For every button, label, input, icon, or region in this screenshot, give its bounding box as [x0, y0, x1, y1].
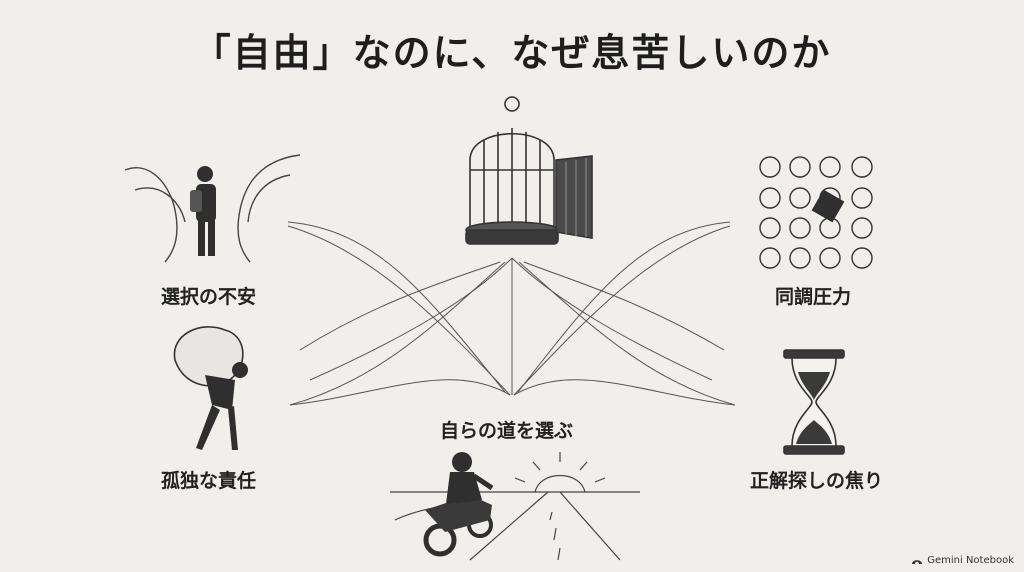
odd-square-icon: [811, 189, 845, 223]
label-rush-for-right-answer: 正解探しの焦り: [750, 470, 884, 492]
label-peer-pressure: 同調圧力: [775, 286, 852, 308]
standing-person-icon: [190, 166, 216, 256]
hourglass-icon: [783, 349, 845, 455]
label-choose-own-path: 自らの道を選ぶ: [440, 420, 574, 442]
road-horizon-icon: [390, 452, 640, 561]
birdcage-icon: [465, 96, 593, 245]
motorcycle-rider-icon: [423, 452, 494, 557]
page-title: 「自由」なのに、なぜ息苦しいのか: [192, 31, 832, 75]
brand-footer: Gemini Notebook: [911, 555, 1014, 566]
brand-name: Gemini Notebook: [927, 555, 1014, 566]
forked-road-icon: [124, 154, 301, 263]
notebook-logo-icon: [912, 559, 923, 564]
connector-lines: [287, 221, 736, 406]
boulder-carrier-icon: [173, 326, 248, 450]
dot-grid-icon: [759, 156, 873, 269]
label-anxiety-of-choice: 選択の不安: [161, 286, 257, 308]
label-lonely-responsibility: 孤独な責任: [161, 470, 257, 492]
